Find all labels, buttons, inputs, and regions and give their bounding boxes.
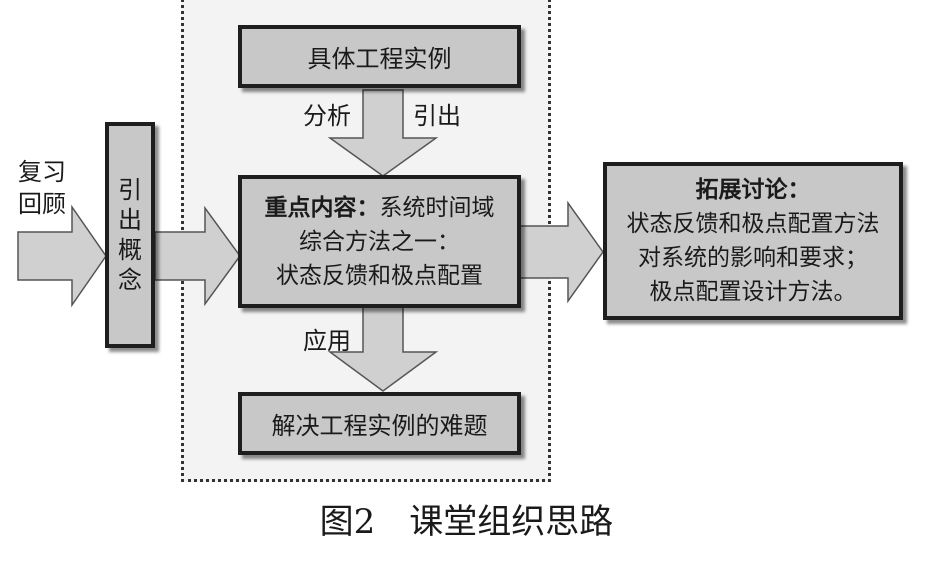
extension-title: 拓展讨论： [695, 177, 811, 203]
core-line3: 状态反馈和极点配置 [276, 262, 483, 289]
core-line2: 综合方法之一： [299, 228, 460, 255]
review-label-line1: 复习 [18, 158, 66, 186]
concept-box: 引 出 概 念 [105, 122, 155, 348]
figure-caption: 图2 课堂组织思路 [319, 502, 614, 542]
concept-char-1: 引 [118, 176, 142, 204]
extension-line2: 对系统的影响和要求； [638, 245, 868, 271]
concept-char-2: 出 [118, 206, 142, 234]
lead-out-label: 引出 [413, 102, 461, 130]
core-bold-label: 重点内容： [264, 194, 380, 221]
concept-char-3: 概 [118, 236, 142, 264]
core-line1: 系统时间域 [379, 194, 495, 221]
core-content-box: 重点内容：系统时间域 综合方法之一： 状态反馈和极点配置 [238, 175, 521, 308]
extension-line1: 状态反馈和极点配置方法 [626, 211, 880, 237]
case-to-core-arrow [327, 89, 439, 177]
solve-box-label: 解决工程实例的难题 [271, 412, 488, 440]
concept-char-4: 念 [118, 266, 142, 294]
review-arrow [17, 204, 107, 308]
concept-to-core-arrow [154, 205, 241, 307]
core-to-extension-arrow [519, 200, 604, 304]
analyze-label: 分析 [303, 102, 351, 130]
solve-box: 解决工程实例的难题 [238, 392, 521, 455]
apply-label: 应用 [303, 327, 351, 355]
case-box-label: 具体工程实例 [307, 45, 452, 73]
extension-box: 拓展讨论： 状态反馈和极点配置方法 对系统的影响和要求； 极点配置设计方法。 [603, 162, 903, 320]
review-label-line2: 回顾 [18, 190, 66, 218]
core-to-solve-arrow [327, 305, 439, 392]
case-box: 具体工程实例 [238, 25, 521, 88]
extension-line3: 极点配置设计方法。 [649, 279, 857, 305]
